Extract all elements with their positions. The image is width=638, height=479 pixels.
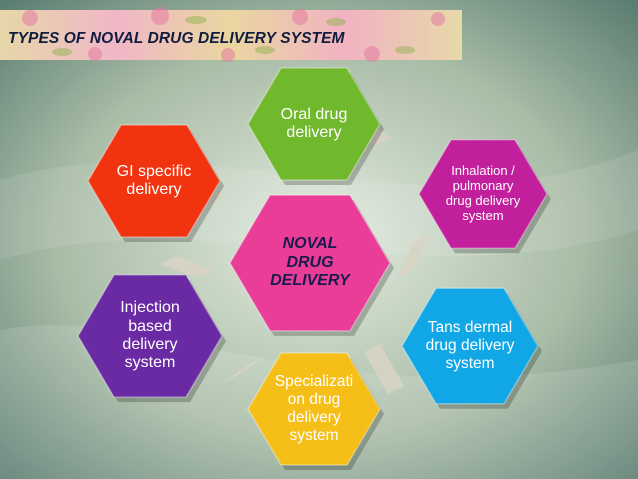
- banner-leaves: [52, 16, 415, 56]
- hexagon-transdermal: [401, 287, 539, 405]
- hexagon-inhalation: [418, 138, 548, 250]
- hexagon-text-gi: GI specific delivery: [116, 162, 192, 198]
- hexagon-text-specialized: Specializati on drug delivery system: [274, 373, 354, 444]
- connector-specialized: [220, 356, 266, 384]
- hexagon-text-center: NOVAL DRUG DELIVERY: [270, 235, 350, 290]
- hexagon-text-oral: Oral drug delivery: [280, 105, 348, 141]
- hexagon-label-injection: Injection based delivery system: [95, 278, 205, 393]
- hexagon-text-inhalation: Inhalation / pulmonary drug delivery sys…: [445, 163, 521, 223]
- slide-title: TYPES OF NOVAL DRUG DELIVERY SYSTEM: [8, 30, 345, 47]
- banner-flowers: [22, 7, 445, 62]
- hexagon-oral: [247, 67, 381, 181]
- hexagon-label-oral: Oral drug delivery: [259, 71, 369, 177]
- hexagon-gi: [87, 124, 221, 238]
- hexagon-specialized: [247, 352, 381, 466]
- hexagon-injection: [77, 274, 223, 398]
- hexagon-text-transdermal: Tans dermal drug delivery system: [425, 319, 515, 372]
- hexagon-label-inhalation: Inhalation / pulmonary drug delivery sys…: [428, 143, 538, 245]
- connector-inhalation: [396, 234, 430, 278]
- hexagon-label-specialized: Specializati on drug delivery system: [259, 356, 369, 462]
- hexagon-label-transdermal: Tans dermal drug delivery system: [405, 292, 535, 401]
- hexagon-label-gi: GI specific delivery: [94, 128, 214, 234]
- connector-transdermal: [364, 344, 404, 394]
- hexagon-text-injection: Injection based delivery system: [120, 299, 180, 372]
- connector-injection: [160, 256, 214, 278]
- hexagon-center: [229, 194, 391, 332]
- hexagon-label-center: NOVAL DRUG DELIVERY: [250, 199, 370, 327]
- hexagon-group: [77, 67, 551, 470]
